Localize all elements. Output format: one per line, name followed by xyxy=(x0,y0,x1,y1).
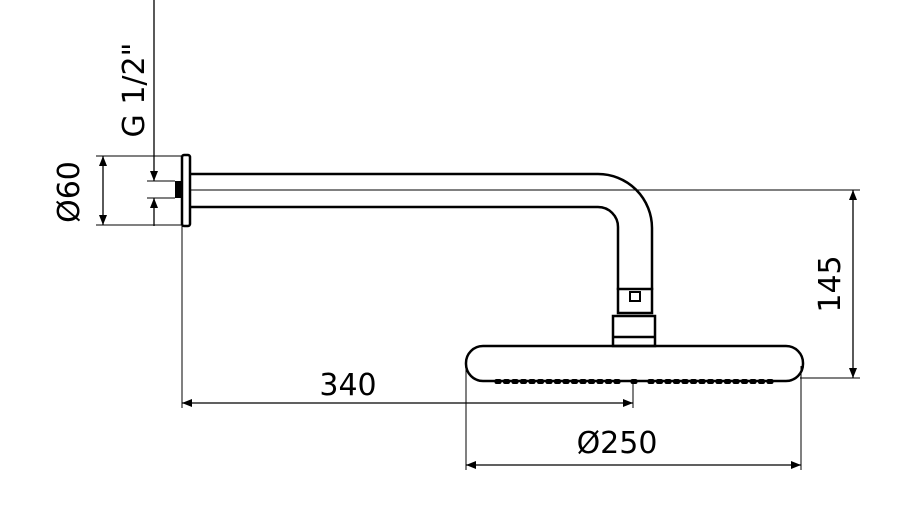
nozzle xyxy=(681,379,689,384)
dim-340-label: 340 xyxy=(319,368,376,403)
nozzle xyxy=(494,379,502,384)
nozzle xyxy=(554,379,561,384)
nozzle xyxy=(758,379,765,384)
nozzle xyxy=(732,379,740,384)
extension-lines xyxy=(96,155,860,470)
dim-250-label: Ø250 xyxy=(577,426,658,461)
nozzle xyxy=(647,379,655,384)
nozzle xyxy=(545,379,553,384)
thread-connector xyxy=(175,181,182,198)
nozzle xyxy=(656,379,663,384)
nozzle xyxy=(503,379,510,384)
nozzle xyxy=(630,379,638,384)
nozzle xyxy=(528,379,536,384)
nozzle xyxy=(664,379,672,384)
dim-60-label: Ø60 xyxy=(52,161,87,223)
nozzle xyxy=(511,379,519,384)
nozzle xyxy=(724,379,731,384)
nozzle xyxy=(596,379,604,384)
nozzle xyxy=(562,379,570,384)
shower-arm xyxy=(190,172,654,290)
nozzle xyxy=(741,379,748,384)
nozzle xyxy=(673,379,680,384)
nozzle xyxy=(715,379,723,384)
arm-nut xyxy=(616,287,654,315)
nozzle xyxy=(588,379,595,384)
nozzle xyxy=(520,379,527,384)
dim-145-label: 145 xyxy=(813,255,848,312)
dimension-lines xyxy=(99,0,857,469)
nozzle xyxy=(766,379,774,384)
wall-flange xyxy=(180,153,192,228)
nut-notch xyxy=(629,291,641,302)
nozzle xyxy=(579,379,587,384)
nozzle xyxy=(605,379,612,384)
nozzle xyxy=(613,379,621,384)
product-outline xyxy=(175,153,805,383)
nozzle xyxy=(698,379,706,384)
shower-nozzles xyxy=(494,379,774,384)
head-connector xyxy=(611,314,657,348)
nozzle xyxy=(690,379,697,384)
dim-thread-label: G 1/2" xyxy=(117,43,152,138)
nozzle xyxy=(749,379,757,384)
nozzle xyxy=(571,379,578,384)
nozzle xyxy=(707,379,714,384)
shower-head xyxy=(464,344,805,383)
nozzle xyxy=(537,379,544,384)
